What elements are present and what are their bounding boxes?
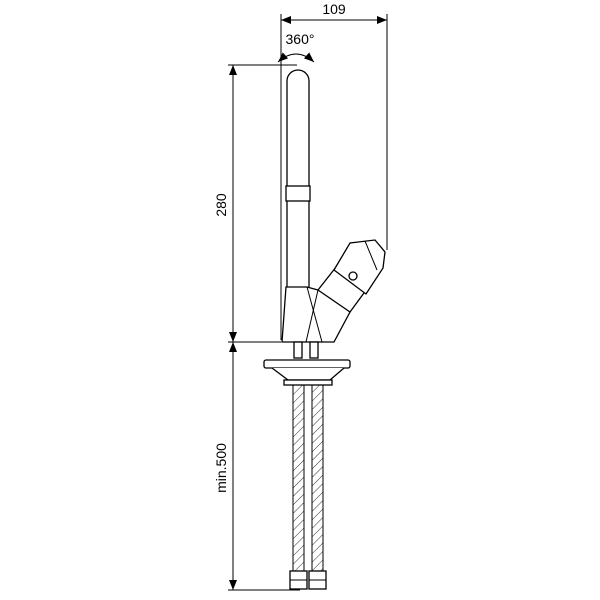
width-dimension: 109: [280, 1, 388, 340]
hose-length-dimension: min.500: [213, 342, 300, 591]
hose-length-label: min.500: [213, 443, 229, 493]
spout: [285, 69, 311, 289]
width-label: 109: [322, 1, 346, 17]
height-dimension: 280: [213, 64, 297, 343]
rotation-label: 360°: [286, 31, 315, 47]
mounting-base: [263, 341, 351, 386]
lever-handle: [317, 239, 386, 313]
height-label: 280: [213, 193, 229, 217]
supply-hoses: [289, 384, 327, 590]
rotation-indicator: 360°: [277, 31, 315, 63]
lever-screw-icon: [348, 271, 358, 281]
